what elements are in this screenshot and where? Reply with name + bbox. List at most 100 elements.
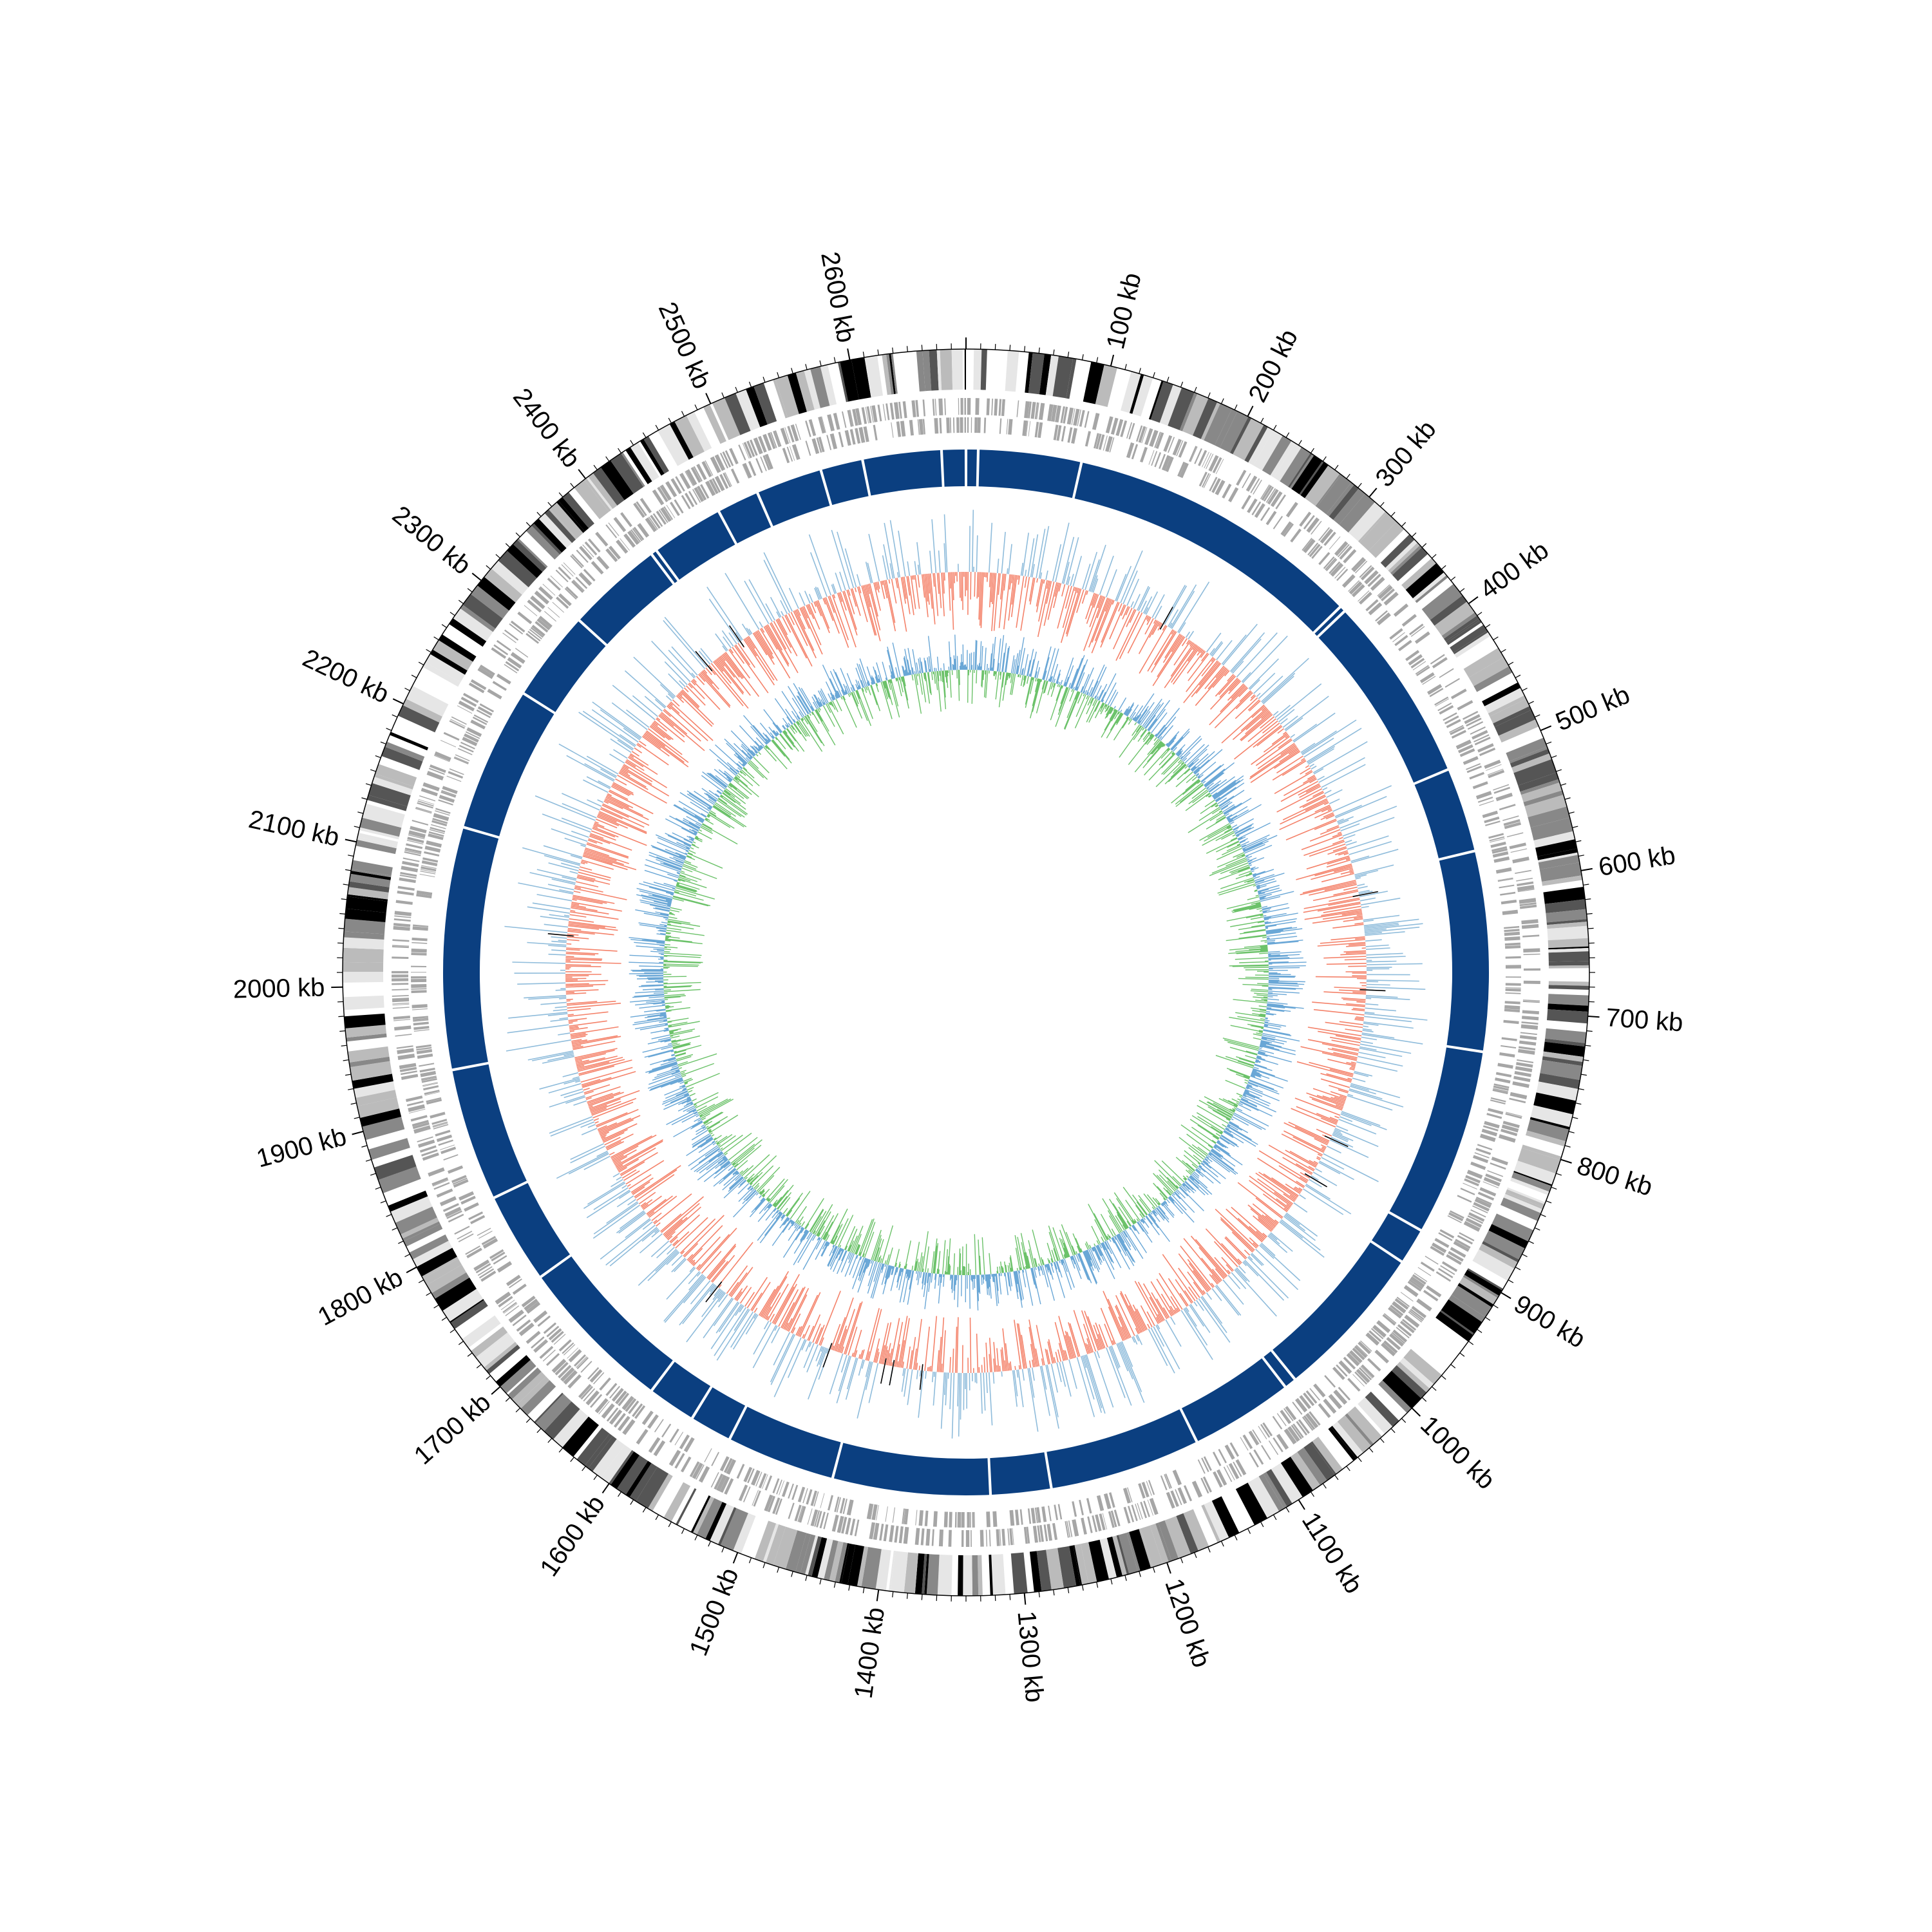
gene-feature-reverse — [1165, 1473, 1172, 1489]
chromosome-band — [1494, 710, 1536, 736]
gene-feature-forward — [462, 692, 479, 703]
minor-tick — [341, 1045, 347, 1046]
gene-feature-reverse — [805, 440, 811, 456]
gene-feature-forward — [1367, 573, 1381, 587]
gene-feature-reverse — [1025, 421, 1028, 437]
gene-feature-forward — [1352, 1374, 1365, 1387]
gene-feature-forward — [1521, 1016, 1539, 1021]
minor-tick — [833, 357, 836, 363]
minor-tick — [1421, 543, 1427, 548]
chromosome-band — [1523, 790, 1564, 807]
gene-feature-reverse — [726, 1459, 737, 1475]
chromosome-band — [1503, 1193, 1543, 1213]
gene-feature-reverse — [1053, 424, 1059, 440]
scale-label: 2100 kb — [246, 805, 341, 852]
chromosome-band — [916, 350, 925, 392]
gene-feature-reverse — [628, 1400, 639, 1414]
gene-feature-forward — [1071, 408, 1075, 425]
gene-feature-forward — [554, 1361, 569, 1376]
chromosome-band — [484, 568, 522, 603]
chromosome-band — [676, 1488, 697, 1526]
gene-feature-forward — [465, 1245, 480, 1255]
gene-feature-forward — [1178, 441, 1188, 458]
major-tick — [491, 1386, 501, 1395]
chromosome-band — [517, 538, 548, 568]
gene-feature-forward — [883, 1524, 889, 1542]
gene-feature-reverse — [1203, 1456, 1212, 1472]
gene-feature-forward — [1253, 1449, 1264, 1465]
scale-label: 2400 kb — [507, 383, 586, 473]
minor-tick — [1501, 649, 1506, 653]
minor-tick — [526, 522, 531, 527]
gene-feature-forward — [1470, 1209, 1486, 1218]
minor-tick — [1568, 1131, 1575, 1133]
chromosome-band — [1451, 1285, 1492, 1318]
chromosome-band — [1540, 1059, 1583, 1081]
gene-feature-forward — [457, 1231, 473, 1240]
gene-feature-reverse — [909, 420, 914, 436]
chromosome-band — [977, 1555, 983, 1596]
minor-tick — [681, 1528, 685, 1534]
gene-feature-reverse — [1505, 956, 1521, 959]
gene-feature-reverse — [1475, 1148, 1492, 1155]
gene-feature-reverse — [1414, 1273, 1428, 1282]
gene-feature-forward — [394, 915, 412, 918]
gene-feature-reverse — [1434, 696, 1449, 706]
gene-feature-reverse — [1485, 820, 1501, 826]
chromosome-band — [562, 1416, 600, 1457]
scale-label: 200 kb — [1243, 325, 1303, 406]
gene-feature-reverse — [573, 1354, 586, 1367]
gene-feature-forward — [526, 1331, 541, 1344]
chromosome-band — [1266, 1469, 1293, 1507]
gene-feature-forward — [753, 437, 763, 455]
gene-feature-reverse — [1079, 1499, 1084, 1515]
gene-feature-forward — [524, 605, 538, 616]
gene-feature-reverse — [558, 593, 572, 607]
contig-segment — [652, 551, 677, 583]
chromosome-band — [914, 1553, 925, 1595]
minor-tick — [630, 440, 634, 446]
gene-feature-reverse — [1138, 1482, 1146, 1499]
gene-feature-reverse — [553, 1334, 566, 1345]
contig-segment — [1372, 1213, 1421, 1261]
gene-feature-forward — [1473, 734, 1490, 743]
gene-feature-reverse — [433, 813, 450, 821]
gene-feature-forward — [710, 456, 721, 473]
gene-feature-forward — [1037, 1525, 1041, 1542]
chromosome-band — [462, 594, 503, 629]
gene-feature-reverse — [562, 1342, 574, 1354]
gene-feature-forward — [1102, 1513, 1108, 1530]
gene-feature-reverse — [1276, 1413, 1287, 1426]
gene-feature-forward — [1081, 1517, 1087, 1535]
gene-feature-reverse — [1400, 1292, 1414, 1302]
gene-feature-forward — [576, 549, 589, 564]
gene-feature-forward — [1439, 668, 1454, 678]
gene-feature-reverse — [1435, 698, 1450, 707]
chromosome-band — [1332, 1421, 1363, 1457]
gene-feature-reverse — [1486, 1113, 1502, 1119]
chromosome-band — [1280, 1456, 1313, 1497]
gene-feature-reverse — [714, 475, 725, 491]
minor-tick — [1208, 1546, 1211, 1553]
gene-feature-reverse — [1469, 772, 1485, 780]
gene-feature-reverse — [1504, 925, 1520, 929]
gene-feature-reverse — [873, 424, 878, 440]
minor-tick — [862, 352, 865, 358]
gene-feature-forward — [404, 851, 421, 857]
gene-feature-reverse — [1330, 562, 1344, 577]
gene-feature-forward — [1099, 1513, 1106, 1531]
contig-segment — [1439, 852, 1489, 1051]
chromosome-band — [936, 349, 942, 390]
chromosome-band — [1081, 1542, 1097, 1584]
scale-label: 700 kb — [1605, 1003, 1684, 1037]
major-tick — [406, 1266, 417, 1273]
gene-feature-reverse — [1368, 602, 1383, 616]
gene-feature-reverse — [453, 1179, 469, 1188]
gene-feature-reverse — [1463, 1182, 1477, 1189]
gene-feature-forward — [1283, 1428, 1297, 1444]
minor-tick — [848, 1584, 851, 1591]
gene-feature-reverse — [1465, 1175, 1481, 1184]
gene-feature-forward — [1404, 1314, 1420, 1328]
chromosome-band — [1329, 484, 1359, 520]
gene-feature-forward — [1414, 631, 1430, 644]
